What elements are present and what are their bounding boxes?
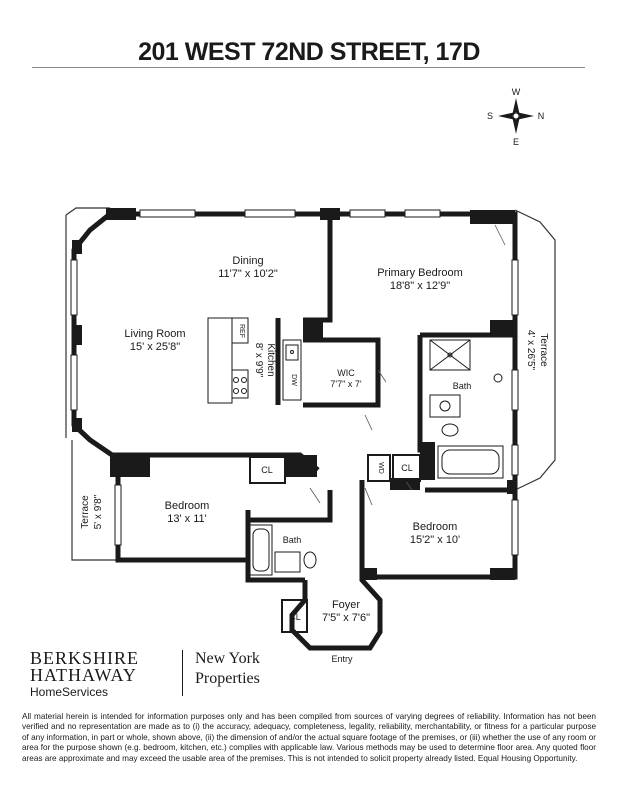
terrace-west-label: Terrace [80, 495, 91, 529]
wic-size: 7'7" x 7' [330, 379, 361, 389]
logo-right1: New York [195, 650, 260, 667]
logo-line1: BERKSHIRE [30, 648, 140, 668]
west-bath-label: Bath [283, 535, 302, 545]
logo-right2: Properties [195, 670, 260, 687]
terrace-outline [65, 207, 556, 561]
logo-line2: HATHAWAY [30, 665, 137, 685]
dining-size: 11'7" x 10'2" [218, 268, 278, 280]
compass-s: S [487, 111, 493, 121]
compass-icon [498, 98, 534, 134]
bedroom-east-label: Bedroom [413, 521, 458, 533]
primary-bedroom-size: 18'8" x 12'9" [390, 280, 450, 292]
primary-bedroom-label: Primary Bedroom [377, 267, 463, 279]
bedroom-east-size: 15'2" x 10' [410, 534, 460, 546]
entry-label: Entry [331, 654, 353, 664]
windows [70, 209, 519, 556]
logo-line3: HomeServices [30, 685, 109, 699]
foyer-size: 7'5" x 7'6" [322, 612, 370, 624]
ref-label: REF [238, 324, 245, 338]
kitchen-label: Kitchen [265, 343, 276, 376]
bath-fixtures [249, 339, 504, 576]
cl-primary-label: CL [401, 463, 413, 473]
kitchen-fixtures [207, 317, 302, 404]
terrace-east-label: Terrace [538, 333, 549, 367]
wic-label: WIC [337, 368, 355, 378]
living-room-size: 15' x 25'8" [130, 341, 180, 353]
title-rule [32, 67, 585, 68]
cl-foyer-label: CL [289, 612, 301, 622]
wall-columns [72, 208, 517, 580]
bedroom-west-size: 13' x 11' [167, 513, 206, 525]
compass-e: E [513, 137, 519, 147]
primary-bath-label: Bath [453, 381, 472, 391]
foyer-label: Foyer [332, 599, 360, 611]
wd-label: WD [377, 462, 384, 474]
closets [249, 454, 421, 633]
compass-n: N [538, 111, 545, 121]
compass-w: W [512, 87, 521, 97]
bedroom-west-label: Bedroom [165, 500, 210, 512]
logo-divider [182, 650, 183, 696]
terrace-east-size: 4' x 26'5" [525, 330, 536, 371]
living-room-label: Living Room [124, 328, 185, 340]
disclaimer-text: All material herein is intended for info… [22, 712, 596, 763]
page-title: 201 WEST 72ND STREET, 17D [138, 38, 480, 66]
dining-label: Dining [232, 255, 263, 267]
dw-label: DW [290, 374, 297, 386]
kitchen-size: 8' x 9'9" [253, 343, 264, 378]
terrace-west-size: 5' x 9'8" [93, 494, 104, 529]
brokerage-logo: BERKSHIRE HATHAWAY HomeServices New York… [30, 648, 260, 699]
cl-west-label: CL [261, 465, 273, 475]
